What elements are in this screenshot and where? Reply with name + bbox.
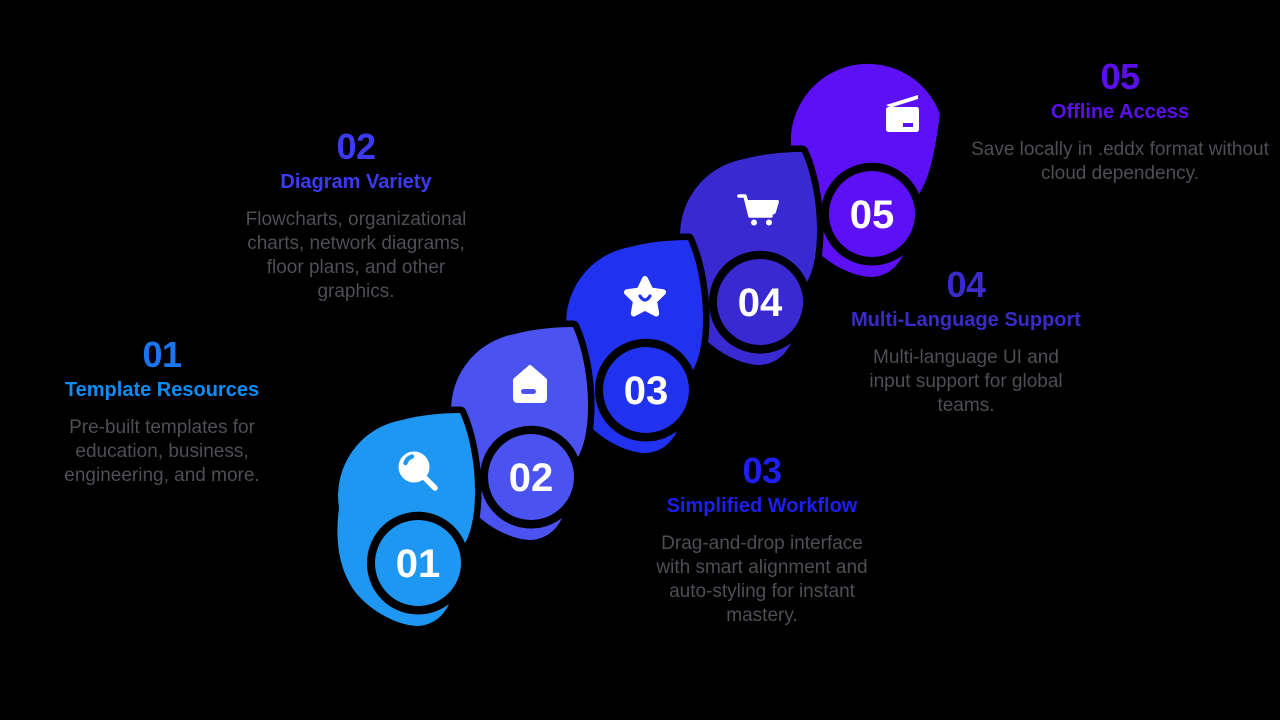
step-blob-graphic: 01 — [331, 406, 482, 633]
step-description: Pre-built templates for education, busin… — [64, 417, 260, 486]
step-title: Simplified Workflow — [666, 495, 858, 517]
search-icon — [398, 451, 438, 491]
step-number-badge: 04 — [738, 281, 783, 325]
step-heading-number: 04 — [946, 264, 986, 305]
cart-icon — [737, 194, 779, 226]
step-number-badge: 05 — [850, 193, 895, 237]
step-title: Offline Access — [1050, 101, 1190, 123]
step-description: Flowcharts, organizational charts, netwo… — [245, 209, 467, 302]
step-title: Multi-Language Support — [851, 309, 1081, 331]
step-heading-number: 03 — [742, 450, 782, 491]
step-title: Template Resources — [64, 379, 260, 401]
step-description: Drag-and-drop interface with smart align… — [656, 533, 868, 626]
step-blob-graphic: 04 — [673, 145, 824, 372]
step-blob-graphic: 05 — [784, 57, 947, 284]
step-heading-number: 05 — [1100, 56, 1140, 97]
step-blob-shape — [444, 320, 595, 547]
step-blob-shape — [559, 233, 710, 460]
home-icon — [513, 365, 547, 403]
step-description: Save locally in .eddx format without clo… — [971, 139, 1269, 184]
step-text-block: 02 Diagram Variety Flowcharts, organizat… — [229, 128, 484, 304]
step-number-circle — [717, 259, 803, 345]
step-number-badge: 01 — [396, 542, 441, 586]
step-number-badge: 03 — [624, 369, 669, 413]
step-number-circle — [488, 434, 574, 520]
step-number-circle — [603, 347, 689, 433]
star-icon — [624, 276, 666, 317]
step-text-block: 01 Template Resources Pre-built template… — [55, 336, 270, 488]
step-text-block: 04 Multi-Language Support Multi-language… — [851, 266, 1081, 418]
step-number-badge: 02 — [509, 456, 554, 500]
step-heading-number: 01 — [142, 334, 182, 375]
step-heading-number: 02 — [336, 126, 376, 167]
step-blob-shape — [331, 406, 482, 633]
step-blob-graphic: 03 — [559, 233, 710, 460]
step-text-block: 05 Offline Access Save locally in .eddx … — [970, 58, 1270, 186]
wallet-icon — [886, 95, 919, 132]
step-blob-graphic: 02 — [444, 320, 595, 547]
step-number-circle — [375, 520, 461, 606]
step-title: Diagram Variety — [280, 171, 432, 193]
step-description: Multi-language UI and input support for … — [869, 347, 1063, 416]
step-blob-shape — [673, 145, 824, 372]
step-number-circle — [829, 171, 915, 257]
step-text-block: 03 Simplified Workflow Drag-and-drop int… — [642, 452, 882, 628]
